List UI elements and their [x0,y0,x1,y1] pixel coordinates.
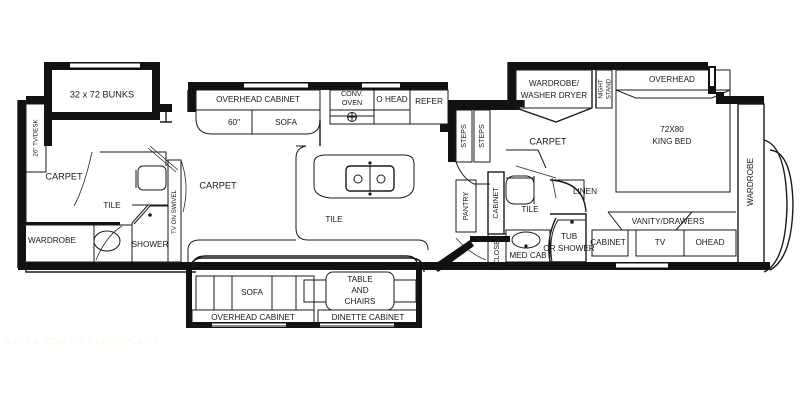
sofa-label: SOFA [275,118,297,127]
bedroom-overhead-label: OVERHEAD [649,75,695,84]
linen-label: LINEN [573,187,597,196]
steps-label-a: STEPS [459,124,468,148]
med-cab-label: MED CAB [509,251,547,260]
rear-bath: TILE MED CAB LINEN TUB OR SHOWER [432,165,608,272]
vanity-drawers-label: VANITY/DRAWERS [632,217,705,226]
front-wardrobe-label: WARDROBE [28,236,76,245]
table-label-1: TABLE [347,275,373,284]
front-shower-label: SHOWER [132,240,169,249]
bunk-room: 32 x 72 BUNKS [44,62,160,146]
galley-top-wall [188,82,448,112]
structure-connectors [506,62,597,204]
bedroom-tv-label: TV [655,238,666,247]
sofa-size-label: 60" [228,118,240,127]
night-stand-label-2: STAND [606,78,613,99]
closet-label: CLOSET [492,235,501,264]
front-bathroom: WARDROBE SHOWER TILE [18,201,169,263]
kitchen-tile-label: TILE [325,215,343,224]
pantry-label: PANTRY [461,192,470,221]
king-bed: OVERHEAD 72X80 KING BED [615,66,731,193]
dinette-cabinet-label: DINETTE CABINET [332,313,405,322]
bed-size-label: 72X80 [660,125,684,134]
dinette-sofa-label: SOFA [241,288,263,297]
kitchen-run: CONV. OVEN O HEAD REFER [319,89,449,132]
front-slide-notch [26,96,172,123]
bed-name-label: KING BED [652,137,691,146]
steps-label-b: STEPS [477,124,486,148]
front-living: CARPET [25,151,152,222]
vanity-cabinet-label: CABINET [590,238,626,247]
living-area: CARPET [187,145,429,262]
tv-desk: 26" TV/DESK [25,103,47,173]
steps-area: STEPS STEPS [448,100,524,185]
tub-label-1: TUB [561,232,578,241]
overhead-cabinet-sofa: OVERHEAD CABINET 60" SOFA [195,89,321,135]
night-stand-label-1: NIGHT [598,79,605,98]
night-stand: NIGHT STAND [595,69,613,109]
front-tile-label: TILE [103,201,121,210]
overhead-cabinet-label: OVERHEAD CABINET [216,95,300,104]
wardrobe-washer-label-1: WARDROBE/ [529,79,580,88]
hall-cabinet-label: CABINET [491,187,500,219]
bath-tile-label: TILE [521,205,539,214]
conv-oven-label-2: OVEN [342,98,362,107]
tv-swivel-label: TV ON SWIVEL [171,189,178,234]
living-carpet-label: CARPET [199,180,237,190]
rear-wardrobe-label: WARDROBE [746,158,755,206]
tv-on-swivel: TV ON SWIVEL [114,145,187,263]
dinette-overhead-cabinet-label: OVERHEAD CABINET [211,313,295,322]
table-label-2: AND [351,286,368,295]
bedroom-ohead-label: OHEAD [695,238,724,247]
ohead-galley-label: O HEAD [376,95,407,104]
kitchen-island: TILE [313,154,415,224]
refer-label: REFER [415,97,443,106]
conv-oven-label-1: CONV. [341,89,363,98]
watermark: RVUSA.COM RV FLOORPLANS [4,336,160,346]
dinette-slide: SOFA OVERHEAD CABINET TABLE AND CHAIRS D… [186,255,425,328]
bedroom-vanity: VANITY/DRAWERS CABINET TV OHEAD [590,211,766,270]
bunk-label: 32 x 72 BUNKS [70,89,134,99]
front-carpet-label: CARPET [45,171,83,181]
tv-desk-label: 26" TV/DESK [33,119,40,157]
galley-slide-edge [187,90,321,146]
wardrobe-washer-label-2: WASHER DRYER [521,91,588,100]
tub-label-2: OR SHOWER [543,244,594,253]
bedroom-carpet-label: CARPET [529,136,567,146]
table-label-3: CHAIRS [345,297,376,306]
